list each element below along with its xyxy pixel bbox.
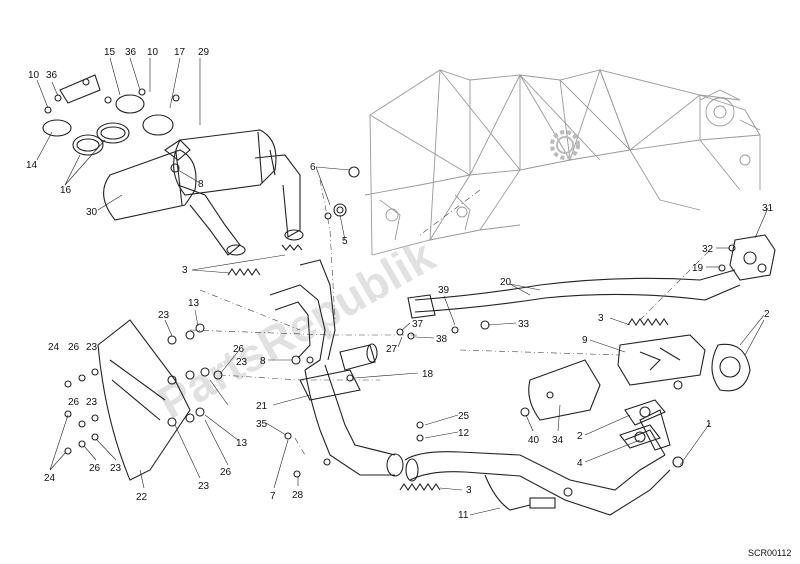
callout-21: 21	[256, 401, 268, 412]
callout-25: 25	[458, 411, 470, 422]
callout-23-c: 23	[236, 357, 248, 368]
silencer-left	[103, 149, 246, 256]
callout-36-b: 36	[125, 47, 137, 58]
callout-26-c: 26	[68, 397, 80, 408]
header-pipe	[404, 409, 671, 516]
callout-3-c: 3	[466, 485, 472, 496]
callout-7: 7	[270, 491, 276, 502]
callout-40: 40	[528, 435, 540, 446]
heat-shield-34	[528, 359, 601, 421]
callout-10-a: 10	[28, 70, 40, 81]
heat-shield-22	[97, 319, 191, 481]
springs	[227, 244, 669, 491]
callout-6: 6	[310, 162, 316, 173]
callout-2-b: 2	[577, 431, 583, 442]
callout-24-b: 24	[44, 473, 56, 484]
callout-17: 17	[174, 47, 186, 58]
callout-13-a: 13	[188, 298, 200, 309]
callout-30: 30	[86, 207, 98, 218]
callout-14: 14	[26, 160, 38, 171]
callout-39: 39	[438, 285, 450, 296]
control-cables	[407, 269, 741, 319]
gear-icon	[550, 130, 580, 160]
callout-22: 22	[136, 492, 148, 503]
callout-19: 19	[692, 263, 704, 274]
callout-23-e: 23	[110, 463, 122, 474]
callout-3-a: 3	[182, 265, 188, 276]
silencer-bracket	[164, 139, 191, 173]
callout-3-b: 3	[598, 313, 604, 324]
callout-26-d: 26	[89, 463, 101, 474]
callout-10-b: 10	[147, 47, 159, 58]
callout-23-f: 23	[198, 481, 210, 492]
trellis-frame	[364, 68, 761, 256]
callout-9: 9	[582, 335, 588, 346]
callout-27: 27	[386, 344, 398, 355]
callout-23-d: 23	[86, 397, 98, 408]
callout-23-b: 23	[86, 342, 98, 353]
leader-lines	[36, 57, 769, 516]
callout-11: 11	[458, 510, 469, 521]
silencer-right	[173, 129, 304, 241]
callout-1: 1	[706, 419, 712, 430]
callout-24-a: 24	[48, 342, 60, 353]
callout-32: 32	[702, 244, 714, 255]
pipe-section-9	[617, 334, 706, 386]
callout-29: 29	[198, 47, 210, 58]
mid-pipes	[269, 259, 404, 477]
drawing-code: SCR00112	[748, 548, 791, 558]
callout-34: 34	[552, 435, 564, 446]
flanges	[619, 343, 751, 449]
callout-38: 38	[436, 334, 448, 345]
exhaust-valve-actuator	[729, 234, 776, 281]
assembly-lines	[189, 179, 711, 456]
callout-33: 33	[518, 319, 530, 330]
callout-28: 28	[292, 490, 304, 501]
callout-2-a: 2	[764, 309, 770, 320]
callout-26-b: 26	[233, 344, 245, 355]
callout-5: 5	[342, 236, 348, 247]
callout-23-a: 23	[158, 310, 170, 321]
callout-12: 12	[458, 428, 470, 439]
callout-8-a: 8	[198, 179, 204, 190]
callout-26-a: 26	[68, 342, 80, 353]
callout-15: 15	[104, 47, 116, 58]
callout-36-a: 36	[46, 70, 58, 81]
callout-8-b: 8	[260, 356, 266, 367]
callout-numbers: 10 36 15 36 10 17 29 14 16 8 30 6 5 3 31…	[26, 47, 774, 521]
callout-16: 16	[60, 185, 72, 196]
callout-4: 4	[577, 458, 583, 469]
callout-26-e: 26	[220, 467, 232, 478]
callout-35: 35	[256, 419, 268, 430]
callout-20: 20	[500, 277, 512, 288]
callout-13-b: 13	[236, 438, 248, 449]
callout-18: 18	[422, 369, 434, 380]
callout-31: 31	[762, 203, 774, 214]
clamps	[42, 74, 174, 156]
callout-37: 37	[412, 319, 424, 330]
lambda-sensor	[484, 474, 573, 511]
